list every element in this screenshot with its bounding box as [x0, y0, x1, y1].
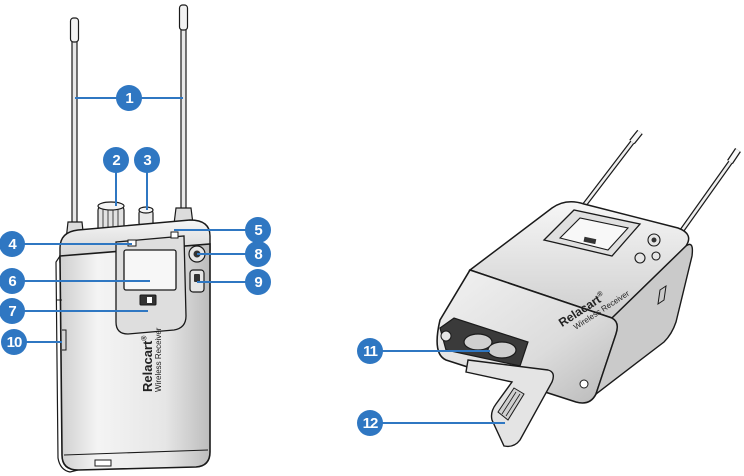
callout-8: 8 — [245, 241, 271, 267]
antenna-back-left — [574, 129, 643, 218]
callout-3: 3 — [134, 147, 160, 173]
callout-2: 2 — [103, 147, 129, 173]
product-label-text: Wireless Receiver — [154, 327, 163, 392]
callout-9: 9 — [245, 269, 271, 295]
antenna-left — [69, 17, 80, 231]
angled-view-receiver — [436, 129, 741, 448]
front-view-receiver — [55, 4, 211, 473]
leader-lines — [12, 97, 505, 424]
antenna-back-right — [675, 148, 741, 238]
lcd-display — [123, 249, 177, 291]
battery-compartment — [439, 317, 529, 367]
callout-12: 12 — [357, 410, 383, 436]
product-label-front: Wireless Receiver — [154, 328, 163, 392]
callout-10: 10 — [1, 329, 27, 355]
callout-1: 1 — [116, 85, 142, 111]
battery-door — [465, 359, 555, 448]
callout-11: 11 — [357, 338, 383, 364]
brand-name: Relacart — [140, 340, 155, 392]
brand-label-front: Relacart® — [140, 336, 155, 392]
callout-7: 7 — [0, 298, 25, 324]
antenna-right — [178, 4, 189, 219]
callout-5: 5 — [245, 217, 271, 243]
callout-4: 4 — [0, 231, 25, 257]
callout-6: 6 — [0, 268, 25, 294]
registered-mark: ® — [141, 335, 149, 341]
